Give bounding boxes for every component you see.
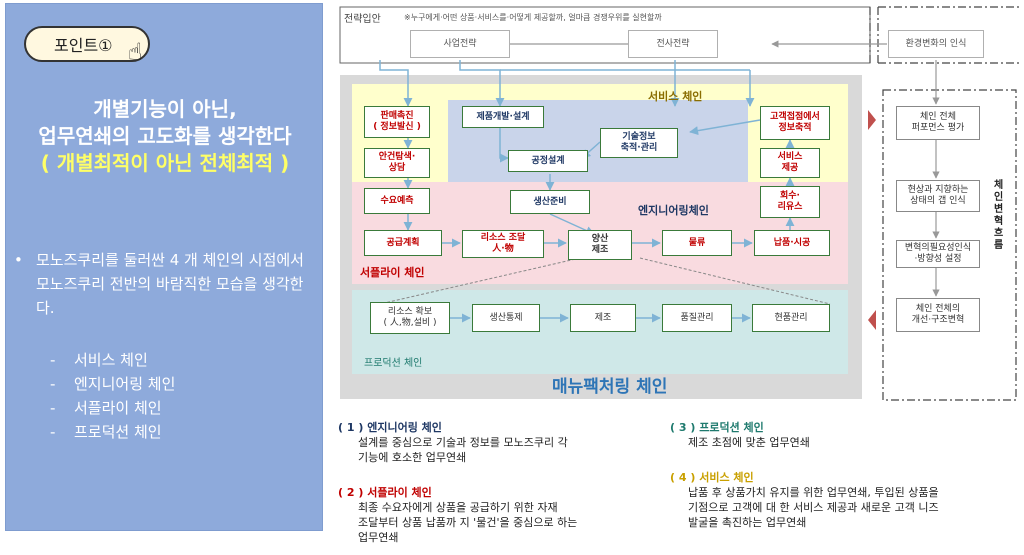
legend: ( 1 ) 엔지니어링 체인 설계를 중심으로 기술과 정보를 모노즈쿠리 각 … [330,414,1024,555]
chain-list-item: 엔지니어링 체인 [50,372,175,396]
strategy-note: ※누구에게·어떤 상품·서비스를·어떻게 제공할까, 얼마큼 경쟁우위를 실현할… [404,13,662,22]
bullet-item: • 모노즈쿠리를 둘러싼 4 개 체인의 시점에서 모노즈쿠리 전반의 바람직한… [14,248,319,320]
legend-item-4-num: ( 4 ) [670,471,696,484]
service-chain-label: 서비스 체인 [648,90,703,103]
legend-item-2-name: 서플라이 체인 [367,486,432,499]
resource-procurement-box: 리소스 조달 人·物 [462,230,544,258]
bullet-text: 모노즈쿠리를 둘러싼 4 개 체인의 시점에서 모노즈쿠리 전반의 바람직한 모… [36,251,304,317]
bullet-dot-icon: • [14,251,23,269]
legend-item-3-title: ( 3 ) 프로덕션 체인 [670,420,764,435]
legend-item-1-name: 엔지니어링 체인 [367,421,442,434]
headline: 개별기능이 아닌, 업무연쇄의 고도화를 생각한다 ( 개별최적이 아닌 전체최… [6,96,324,177]
legend-item-2-num: ( 2 ) [338,486,364,499]
tech-info-box: 기술정보 축적·관리 [600,128,678,158]
point-badge: 포인트① ☝ [24,26,150,66]
stock-control-box: 현품관리 [752,304,830,332]
headline-line-2: 업무연쇄의 고도화를 생각한다 [38,124,292,148]
legend-item-1-desc: 설계를 중심으로 기술과 정보를 모노즈쿠리 각 기능에 호소한 업무연쇄 [358,436,568,464]
hand-cursor-icon: ☝ [128,38,143,66]
chain-list-item: 프로덕션 체인 [50,420,175,444]
legend-item-1-title: ( 1 ) 엔지니어링 체인 [338,420,442,435]
quality-control-box: 품질관리 [662,304,732,332]
manufacturing-box: 제조 [570,304,636,332]
flow-step-2: 현상과 지향하는 상태의 갭 인식 [896,180,980,212]
legend-item-3-num: ( 3 ) [670,421,696,434]
flow-step-3: 변혁의필요성인식 ·방향성 설정 [896,240,980,268]
recovery-reuse-box: 회수· 리유스 [760,186,820,218]
supply-plan-box: 공급계획 [364,230,442,256]
point-badge-label: 포인트① [54,36,113,55]
headline-line-3: ( 개별최적이 아닌 전체최적 ) [40,151,290,175]
chain-list-item: 서비스 체인 [50,348,175,372]
service-provision-box: 서비스 제공 [760,148,820,178]
mass-production-box: 양산 제조 [568,230,632,260]
production-chain-label: 프로덕션 체인 [364,358,423,369]
chain-list-item: 서플라이 체인 [50,396,175,420]
left-panel: 포인트① ☝ 개별기능이 아닌, 업무연쇄의 고도화를 생각한다 ( 개별최적이… [5,3,323,531]
customer-info-box: 고객접점에서 정보축적 [760,106,830,140]
flow-step-4: 체인 전체의 개선·구조변혁 [896,298,980,332]
production-control-box: 생산통제 [472,304,540,332]
legend-item-4-title: ( 4 ) 서비스 체인 [670,470,754,485]
delivery-box: 납품·시공 [754,230,830,256]
logistics-box: 물류 [662,230,732,256]
demand-forecast-box: 수요예측 [364,188,430,214]
legend-item-2-desc: 최종 수요자에게 상품을 공급하기 위한 자재 조달부터 상품 납품까 지 '물… [358,501,578,544]
sales-promotion-box: 판매촉진 ( 정보발신 ) [364,106,430,138]
flow-step-1: 체인 전체 퍼포먼스 평가 [896,106,980,140]
business-strategy-box: 사업전략 [410,30,510,58]
env-change-box: 환경변화의 인식 [888,30,984,58]
case-search-box: 안건탐색· 상담 [364,148,430,178]
chain-transform-flow-label: 체인변혁 흐름 [994,180,1004,251]
legend-item-3-name: 프로덕션 체인 [699,421,764,434]
legend-item-2-title: ( 2 ) 서플라이 체인 [338,485,432,500]
product-dev-box: 제품개발·설계 [462,106,544,128]
legend-item-3-desc: 제조 초점에 맞춘 업무연쇄 [688,436,810,449]
resource-secure-box: 리소스 확보 ( 人,物,설비 ) [370,302,450,334]
supply-chain-label: 서플라이 체인 [360,266,425,279]
legend-item-4-desc: 납품 후 상품가치 유지를 위한 업무연쇄, 투입된 상품을 기점으로 고객에 … [688,486,939,529]
strategy-label: 전략입안 [344,14,381,25]
chain-diagram: 전략입안 ※누구에게·어떤 상품·서비스를·어떻게 제공할까, 얼마큼 경쟁우위… [330,0,1024,410]
engineering-chain-label: 엔지니어링체인 [638,204,709,217]
company-strategy-box: 전사전략 [628,30,718,58]
production-prep-box: 생산준비 [510,190,590,214]
chain-list: 서비스 체인 엔지니어링 체인 서플라이 체인 프로덕션 체인 [50,348,175,444]
headline-line-1: 개별기능이 아닌, [93,97,237,121]
process-design-box: 공정설계 [508,150,588,172]
legend-item-4-name: 서비스 체인 [699,471,754,484]
legend-item-1-num: ( 1 ) [338,421,364,434]
manufacturing-chain-label: 매뉴팩처링 체인 [552,377,668,397]
